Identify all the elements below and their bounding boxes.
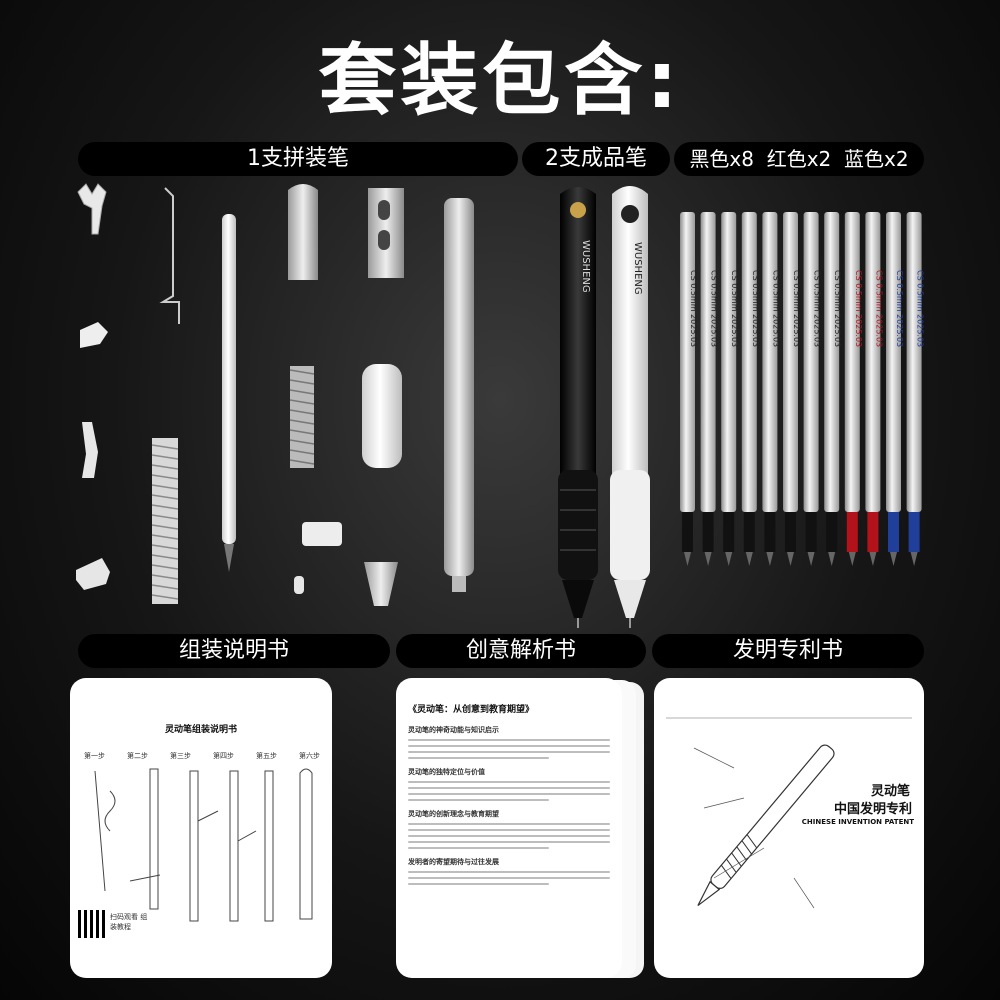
refill-label-8: CS 0.5mm 2025.03 [833, 270, 842, 347]
qr-code [78, 910, 106, 938]
manual-steps: 第一步 第二步 第三步 第四步 第五步 第六步 [70, 735, 332, 761]
refill-label-10: CS 0.5mm 2025.03 [874, 270, 883, 347]
big-spring-part [151, 438, 179, 604]
creative-heading-1: 灵动笔的神奇动能与知识启示 [408, 726, 499, 734]
refill-label-4: CS 0.5mm 2025.03 [751, 270, 760, 347]
black-pen-brand: WUSHENG [580, 240, 591, 293]
kit-pen-label: 1支拼装笔 [78, 142, 518, 176]
refill-7: CS 0.5mm 2025.03 [803, 212, 822, 566]
patent-title-line1: 灵动笔 [870, 784, 910, 799]
eraser-block-part [302, 522, 342, 546]
refill-label-6: CS 0.5mm 2025.03 [792, 270, 801, 347]
assembly-manual-card: 灵动笔组装说明书 第一步 第二步 第三步 第四步 第五步 第六步 扫码观看 组装… [70, 678, 332, 978]
refill-5: CS 0.5mm 2025.03 [762, 212, 780, 566]
refills-label: 黑色x8 红色x2 蓝色x2 [674, 142, 924, 176]
finished-pens-label: 2支成品笔 [522, 142, 670, 176]
cap-top-part [288, 184, 318, 280]
refill-4: CS 0.5mm 2025.03 [741, 212, 760, 566]
manual-step-6: 第六步 [299, 752, 320, 760]
qr-caption: 扫码观看 组装教程 [110, 913, 148, 931]
manual-step-2: 第二步 [127, 752, 148, 760]
small-spring-part [289, 366, 315, 468]
tip-cone-part [364, 562, 398, 606]
creative-heading-4: 发明者的寄望期待与过往发展 [408, 858, 499, 866]
white-finished-pen [610, 186, 650, 628]
refill-set: CS 0.5mm 2025.03 CS 0.5mm 2025.03 CS 0.5mm… [680, 212, 925, 566]
white-pen-brand: WUSHENG [632, 242, 643, 295]
manual-title: 灵动笔组装说明书 [164, 725, 237, 735]
refill-2: CS 0.5mm 2025.03 [700, 212, 719, 566]
refill-6: CS 0.5mm 2025.03 [783, 212, 801, 566]
refill-label-12: CS 0.5mm 2025.03 [916, 270, 925, 347]
assembly-manual-label: 组装说明书 [78, 634, 390, 668]
manual-step-1: 第一步 [84, 752, 105, 760]
creative-book-card: 《灵动笔：从创意到教育期望》 灵动笔的神奇动能与知识启示 灵动笔的独特定位与价值… [396, 678, 622, 978]
grip-sleeve-part [362, 364, 402, 468]
refill-11: CS 0.5mm 2025.03 [886, 212, 904, 566]
patent-book-card: 灵动笔 中国发明专利 CHINESE INVENTION PATENT [654, 678, 924, 978]
patent-book-label: 发明专利书 [652, 634, 924, 668]
refill-1: CS 0.5mm 2025.03 [680, 212, 698, 566]
patent-drawing [666, 717, 912, 909]
black-finished-pen [558, 187, 598, 628]
inner-refill-part [222, 214, 236, 544]
refill-label-5: CS 0.5mm 2025.03 [771, 270, 780, 347]
refill-12: CS 0.5mm 2025.03 [906, 212, 925, 566]
manual-step-4: 第四步 [213, 752, 234, 760]
manual-diagram [94, 768, 313, 922]
refill-label-9: CS 0.5mm 2025.03 [854, 270, 863, 347]
refill-label-11: CS 0.5mm 2025.03 [895, 270, 904, 347]
small-wing-part [80, 322, 108, 348]
patent-title-line3: CHINESE INVENTION PATENT [801, 818, 914, 826]
clip-part [77, 183, 107, 235]
patent-title-line2: 中国发明专利 [833, 802, 912, 817]
refill-label-3: CS 0.5mm 2025.03 [730, 270, 739, 347]
lever-part [82, 422, 98, 478]
refill-10: CS 0.5mm 2025.03 [865, 212, 883, 566]
creative-heading-2: 灵动笔的独特定位与价值 [408, 768, 485, 776]
manual-step-3: 第三步 [170, 752, 191, 760]
refill-9: CS 0.5mm 2025.03 [844, 212, 863, 566]
base-part [76, 558, 110, 590]
manual-step-5: 第五步 [256, 752, 277, 760]
creative-book-label: 创意解析书 [396, 634, 646, 668]
refill-label-7: CS 0.5mm 2025.03 [813, 270, 822, 347]
transparent-barrel-part [444, 198, 474, 576]
small-cylinder-part [294, 576, 304, 594]
refill-3: CS 0.5mm 2025.03 [721, 212, 739, 566]
creative-title: 《灵动笔：从创意到教育期望》 [408, 705, 535, 715]
wire-spring-part [159, 187, 180, 324]
creative-heading-3: 灵动笔的创新理念与教育期望 [408, 810, 499, 818]
refill-8: CS 0.5mm 2025.03 [824, 212, 842, 566]
refill-label-2: CS 0.5mm 2025.03 [710, 270, 719, 347]
page-title: 套装包含: [318, 36, 682, 126]
refill-label-1: CS 0.5mm 2025.03 [689, 270, 698, 347]
